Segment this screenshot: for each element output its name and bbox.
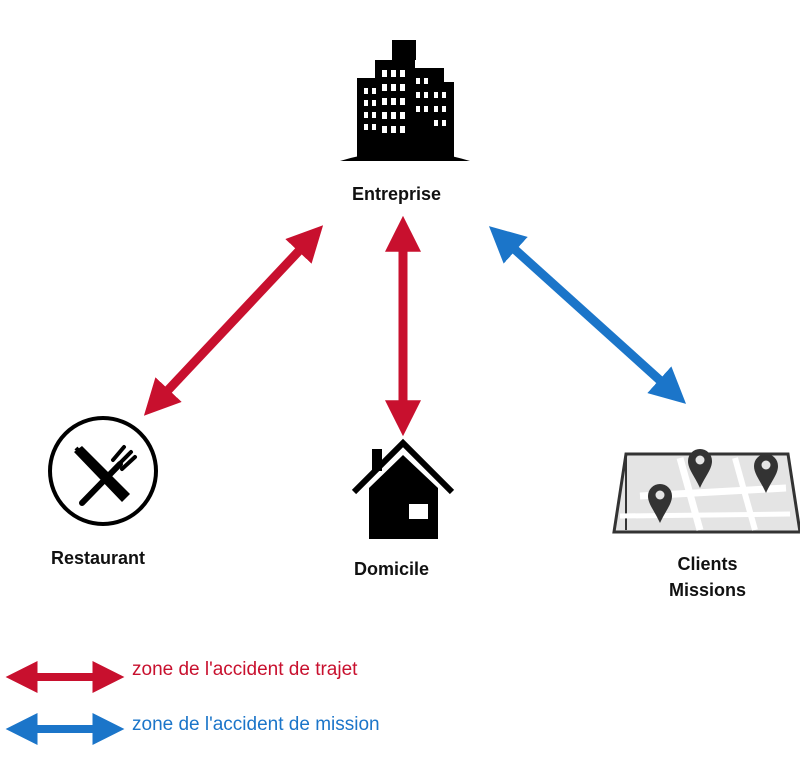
- node-label-domicile: Domicile: [354, 559, 430, 579]
- connection-entreprise-restaurant: [143, 225, 324, 416]
- legend-mission-label: zone de l'accident de mission: [132, 714, 380, 735]
- node-label-clients-line2: Missions: [668, 580, 747, 600]
- house-icon: [351, 438, 455, 539]
- node-label-clients: Clients Missions: [660, 551, 755, 603]
- fork-knife-icon: [48, 416, 158, 526]
- legend-trajet-label: zone de l'accident de trajet: [132, 659, 358, 680]
- map-pins-icon: [612, 449, 800, 534]
- node-label-restaurant: Restaurant: [51, 548, 146, 568]
- node-label-clients-line1: Clients: [677, 554, 738, 574]
- connection-entreprise-clients: [488, 226, 687, 404]
- node-label-entreprise: Entreprise: [352, 184, 442, 204]
- office-buildings-icon: [340, 40, 470, 161]
